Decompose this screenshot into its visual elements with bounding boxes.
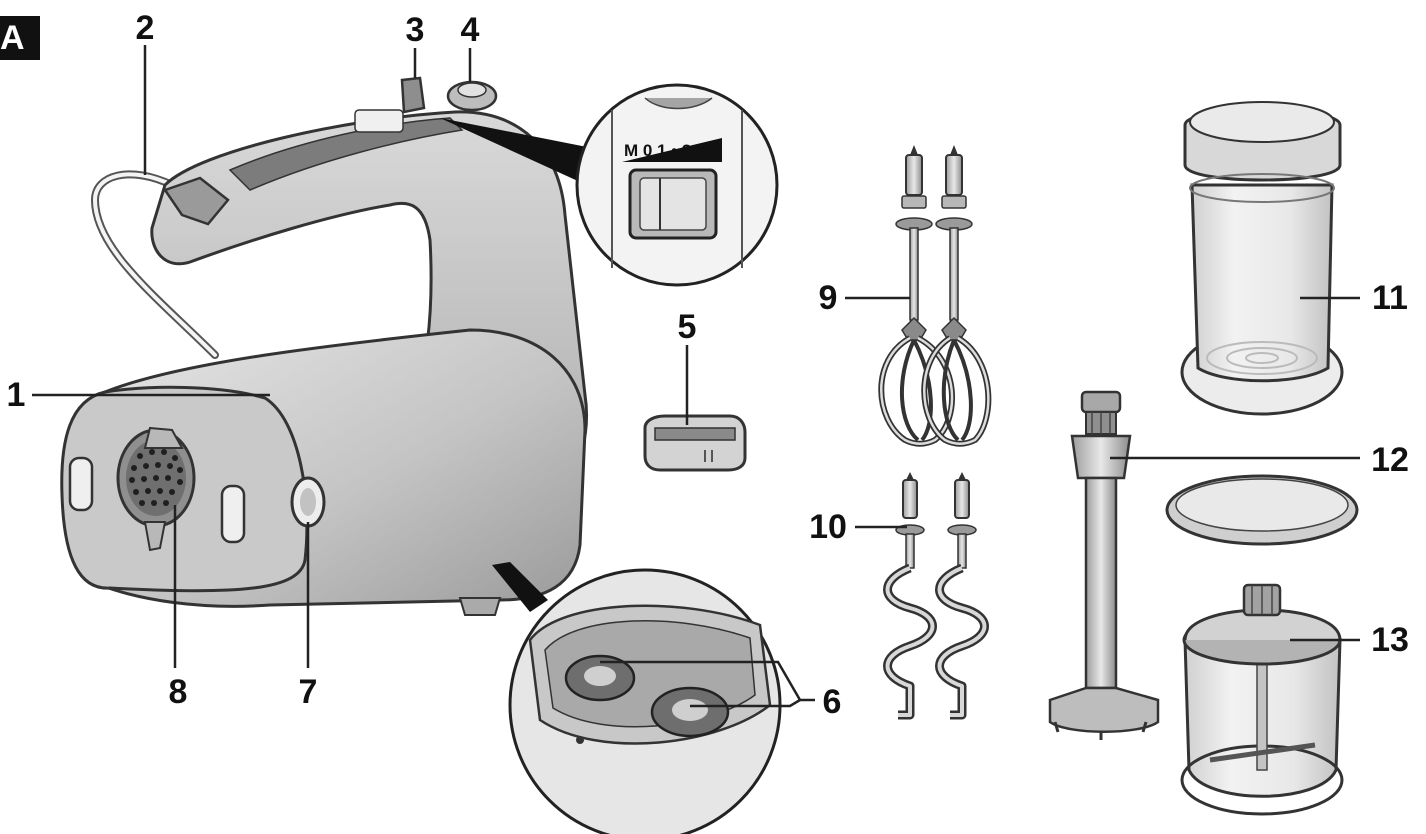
- side-clip-right: [220, 484, 246, 544]
- socket-magnifier-wedge: [492, 562, 548, 612]
- dough-hooks: [883, 472, 989, 720]
- callout-11: 11: [1372, 279, 1408, 317]
- callout-1: 1: [6, 376, 26, 414]
- callout-2: 2: [135, 9, 155, 47]
- callout-10: 10: [809, 508, 847, 546]
- switch-magnifier-wedge: [440, 118, 592, 182]
- callout-13: 13: [1371, 621, 1409, 659]
- balloon-beaters: [878, 145, 992, 447]
- switch-detail-inset: M 0 1 • 3 • 5: [575, 83, 779, 287]
- mixing-beaker: [1180, 101, 1344, 416]
- cord-strain-relief: [163, 176, 230, 226]
- leader-6: [600, 660, 815, 702]
- leader-lines: [32, 45, 1360, 708]
- callout-6: 6: [822, 683, 842, 721]
- speed-dial-scale: M 0 1 • 3 • 5: [624, 141, 716, 160]
- callout-12: 12: [1371, 441, 1409, 479]
- callout-5: 5: [677, 308, 697, 346]
- chopper: [1165, 474, 1359, 816]
- callout-7: 7: [298, 673, 318, 711]
- blender-foot: [1048, 390, 1160, 740]
- side-clip-left: [68, 456, 94, 512]
- socket-holes: [129, 449, 183, 506]
- callout-4: 4: [460, 11, 480, 49]
- callout-3: 3: [405, 11, 425, 49]
- callout-8: 8: [168, 673, 188, 711]
- callout-9: 9: [818, 279, 838, 317]
- speed-switch: [400, 76, 426, 114]
- socket-detail-inset: [508, 568, 782, 834]
- panel-badge: [0, 16, 40, 60]
- leader-6b: [690, 698, 801, 708]
- hand-mixer: [60, 76, 588, 616]
- connector-piece: [643, 414, 747, 472]
